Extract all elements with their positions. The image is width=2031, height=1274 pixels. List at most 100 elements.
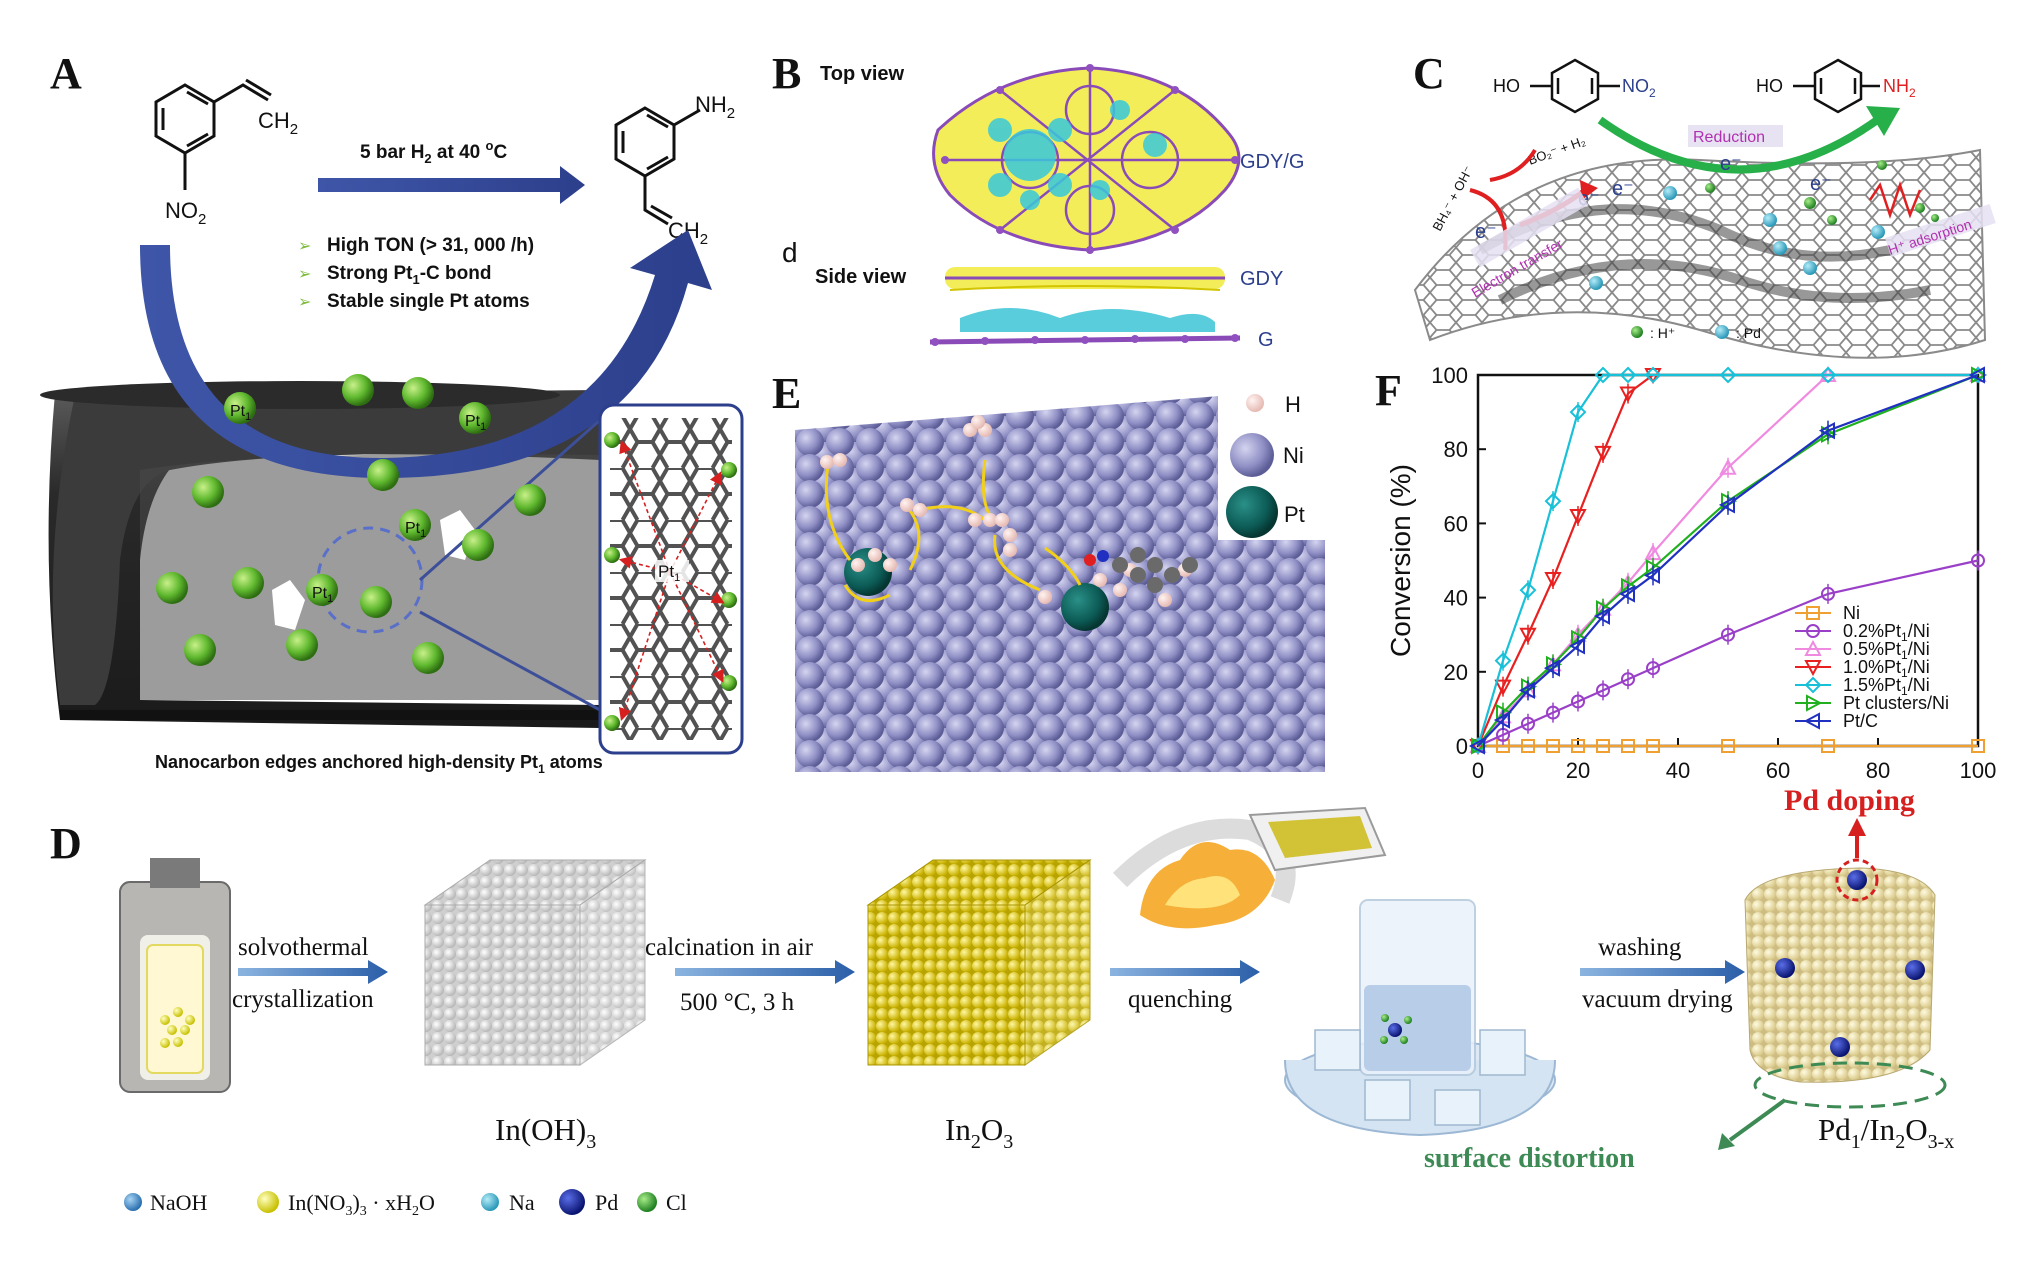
- d-legend: NaOH In(NO3)3 · xH2O Na Pd Cl: [124, 1189, 687, 1219]
- gdy-side-view: [945, 267, 1225, 291]
- c-product-amine: NH2: [1883, 76, 1916, 100]
- data-point: [1643, 566, 1660, 585]
- c-atoms: [1589, 160, 1939, 290]
- x-tick-label: 40: [1666, 758, 1690, 783]
- legend-item: Ni: [1795, 603, 1860, 623]
- x-tick-label: 80: [1866, 758, 1890, 783]
- bullet-item: ➢ Strong Pt1-C bond: [298, 263, 492, 287]
- legend-item-naoh: NaOH: [124, 1190, 208, 1215]
- h-legend-label: : H⁺: [1650, 325, 1675, 341]
- legend-item-pt: Pt: [1226, 486, 1305, 538]
- adsorbates: [820, 415, 1198, 631]
- product-amine-label: NH2: [695, 92, 735, 122]
- data-point: [1618, 585, 1635, 603]
- step3-label: quenching: [1128, 986, 1233, 1013]
- svg-text:NaOH: NaOH: [150, 1190, 208, 1215]
- y-axis-label: Conversion (%): [1385, 464, 1416, 657]
- pt-atom-label: Pt1: [465, 413, 486, 433]
- panel-letter-f: F: [1375, 366, 1402, 415]
- side-view-label: Side view: [815, 266, 907, 288]
- legend-item: 0.5%Pt1/Ni: [1795, 639, 1930, 662]
- pt-atom: [367, 459, 399, 491]
- x-tick-label: 100: [1960, 758, 1997, 783]
- graphene-inset: Pt1: [598, 403, 744, 755]
- series-6: [1468, 366, 1985, 755]
- data-point: [1569, 403, 1587, 421]
- pd-legend-label: : Pd: [1736, 325, 1761, 341]
- pd-in2o3-label: Pd1/In2O3-x: [1818, 1112, 1954, 1153]
- bullet-item: ➢ High TON (> 31, 000 /h): [298, 235, 534, 256]
- pt-atom: [360, 586, 392, 618]
- data-point: [1594, 445, 1612, 463]
- legend-label: 1.5%Pt1/Ni: [1843, 675, 1930, 698]
- step4-line1: washing: [1598, 934, 1682, 961]
- pt-atom: [156, 572, 188, 604]
- g-label: G: [1258, 329, 1274, 351]
- product-molecule: [614, 106, 701, 226]
- data-point: [1594, 366, 1612, 384]
- curved-reaction-arrow: [140, 230, 712, 478]
- step4-line2: vacuum drying: [1582, 986, 1733, 1013]
- pt-atom: [459, 402, 491, 434]
- check-icon: ➢: [298, 294, 311, 311]
- series-line: [1476, 373, 1978, 747]
- electron-label: e⁻: [1810, 173, 1832, 195]
- legend-item: Pt clusters/Ni: [1795, 693, 1949, 713]
- data-point: [1519, 581, 1537, 599]
- data-point: [1819, 366, 1837, 384]
- step2-line2: 500 °C, 3 h: [680, 989, 795, 1016]
- e-legend: H Ni Pt: [1226, 392, 1305, 538]
- data-point: [1569, 508, 1587, 526]
- data-point: [1804, 676, 1822, 694]
- panel-d: D solvothermal crystallization calcinati…: [50, 784, 1954, 1219]
- data-point: [1971, 739, 1985, 753]
- data-point: [1806, 624, 1820, 638]
- svg-text:H: H: [1285, 392, 1301, 417]
- data-point: [1468, 737, 1485, 755]
- legend-label: Ni: [1843, 603, 1860, 623]
- panel-letter-e: E: [772, 369, 801, 418]
- legend-item-cl: Cl: [637, 1190, 687, 1215]
- panel-letter-a: A: [50, 49, 82, 98]
- data-point: [1619, 366, 1637, 384]
- svg-text:Cl: Cl: [666, 1190, 687, 1215]
- panel-letter-c: C: [1413, 49, 1445, 98]
- pt-atom: [412, 642, 444, 674]
- legend-label: 0.2%Pt1/Ni: [1843, 621, 1930, 644]
- y-tick-label: 20: [1444, 660, 1468, 685]
- data-point: [1543, 659, 1560, 677]
- panel-a: A CH2 NO2 5 bar H2 at 40 oC NH2 CH2 ➢: [40, 49, 744, 776]
- autoclave-icon: [119, 858, 231, 1093]
- gdy-g-label: GDY/G: [1240, 151, 1304, 173]
- data-point: [1721, 739, 1735, 753]
- pt-atom: [402, 377, 434, 409]
- data-point: [1971, 553, 1985, 568]
- data-point: [1521, 716, 1535, 731]
- electron-label: e⁻: [1612, 178, 1634, 200]
- data-point: [1493, 711, 1510, 729]
- reactant-vinyl-label: CH2: [258, 108, 298, 138]
- data-point: [1718, 496, 1735, 514]
- legend-item: 0.2%Pt1/Ni: [1795, 621, 1930, 644]
- data-point: [1619, 386, 1637, 403]
- electron-label: e⁻: [1720, 153, 1742, 175]
- panel-a-caption: Nanocarbon edges anchored high-density P…: [155, 752, 603, 776]
- quenching-setup: [1112, 806, 1556, 1137]
- reaction-conditions: 5 bar H2 at 40 oC: [360, 138, 507, 166]
- data-point: [1596, 739, 1610, 753]
- data-point: [1621, 739, 1635, 753]
- panel-e: E H Ni Pt: [772, 369, 1325, 772]
- inset-pt-label: Pt1: [658, 562, 680, 584]
- bh4-label: BH₄⁻ + OH⁻: [1429, 163, 1476, 233]
- pt-atom: [306, 574, 338, 606]
- data-point: [1806, 694, 1823, 712]
- svg-text:Ni: Ni: [1283, 443, 1304, 468]
- data-point: [1644, 366, 1662, 384]
- data-point: [1804, 639, 1822, 656]
- pd-legend-dot: [1715, 325, 1729, 339]
- data-point: [1518, 681, 1535, 700]
- data-point: [1494, 679, 1512, 696]
